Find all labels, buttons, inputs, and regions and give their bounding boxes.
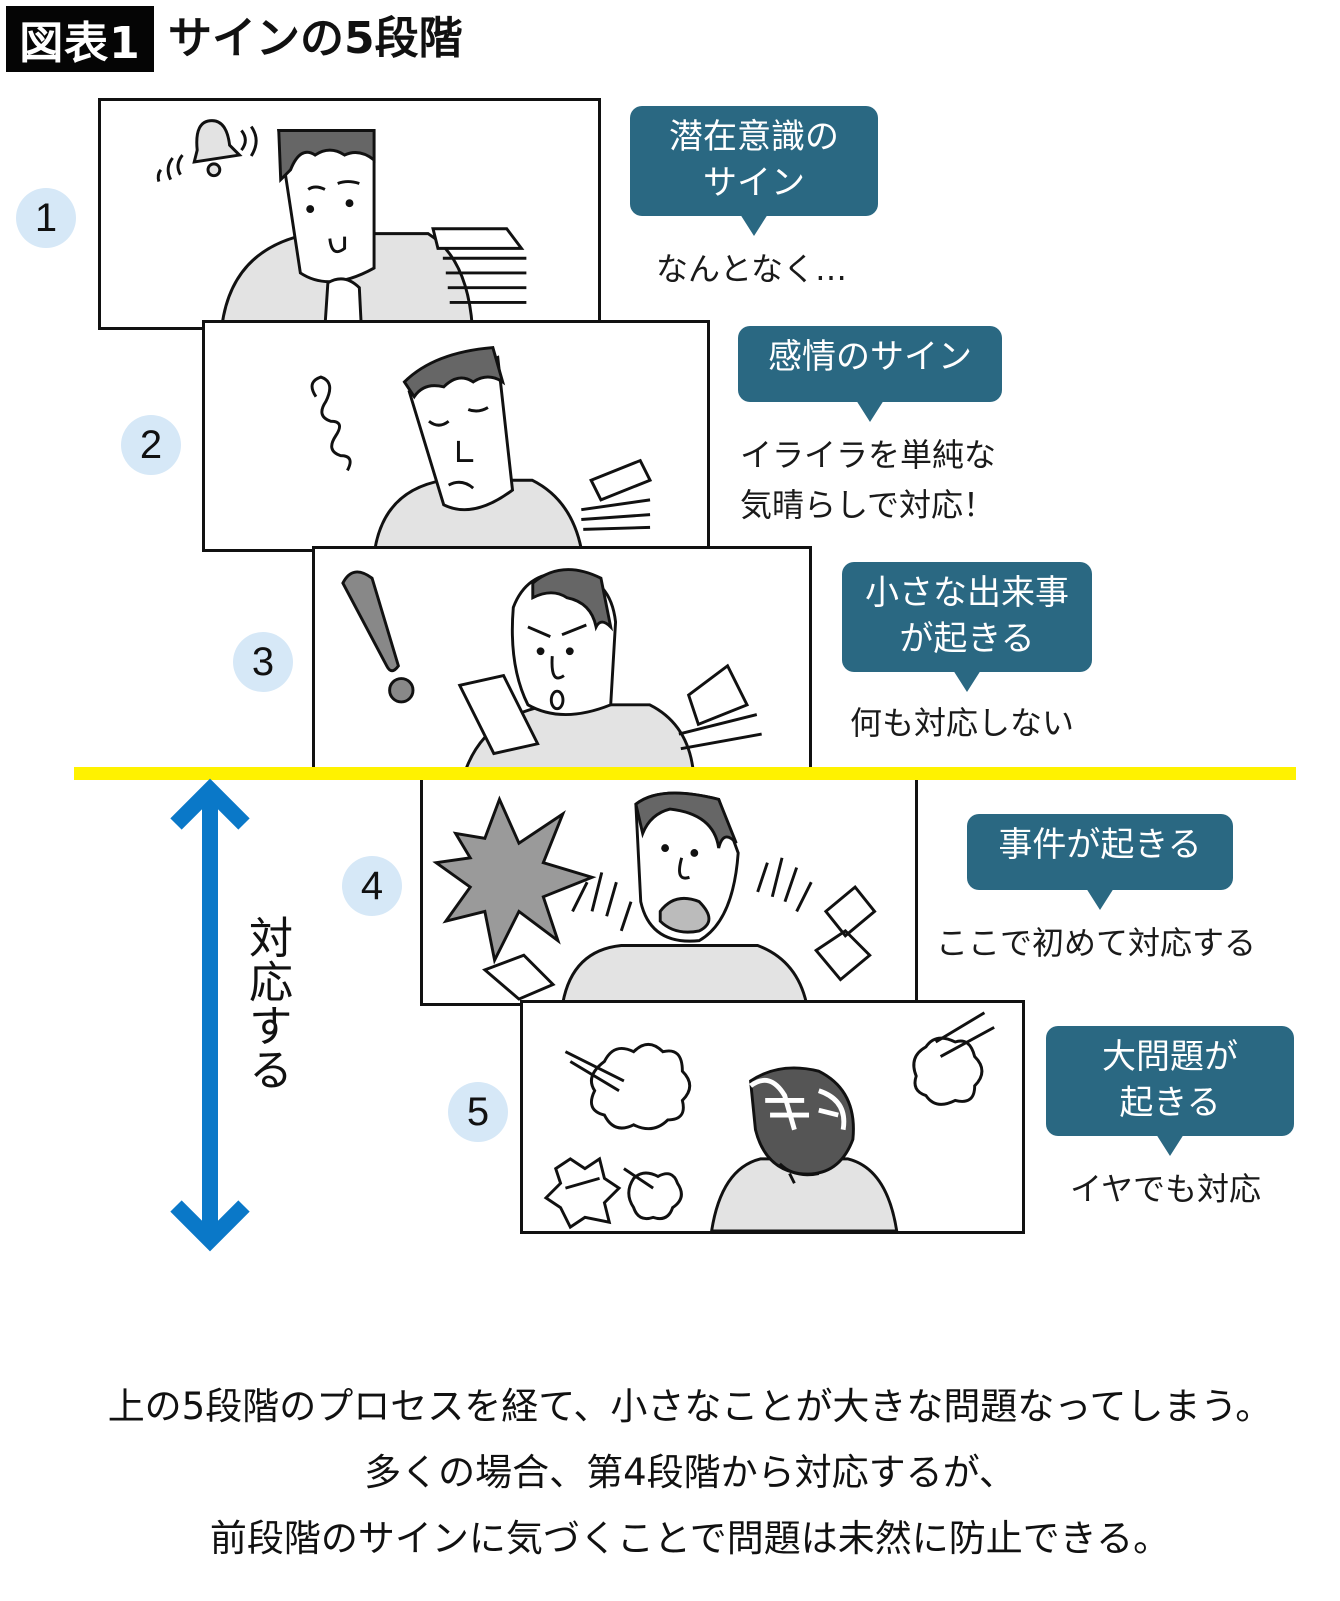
stage-5-sign-line-2: 起きる xyxy=(1119,1083,1221,1123)
summary-line-3: 前段階のサインに気づくことで問題は未然に防止できる。 xyxy=(209,1517,1171,1560)
explosion-icon xyxy=(432,795,597,965)
figure-title: サインの5段階 xyxy=(168,13,463,64)
stage-1-sign-bubble: 潜在意識の サイン xyxy=(630,106,878,236)
stage-number-5: 5 xyxy=(448,1082,508,1142)
double-arrow-icon xyxy=(170,778,250,1252)
person-startled-illustration xyxy=(432,791,877,1003)
person-thinking-illustration xyxy=(156,119,527,327)
stage-2-sign-bubble: 感情のサイン xyxy=(738,326,1002,422)
stage-4-caption-line-1: ここで初めて対応する xyxy=(936,924,1257,962)
summary-line-1: 上の5段階のプロセスを経て、小さなことが大きな問題なってしまう。 xyxy=(107,1385,1273,1428)
stage-1-sign-line-1: 潜在意識の xyxy=(669,117,839,157)
stage-3-sign-line-2: が起きる xyxy=(899,619,1035,659)
stage-number-4: 4 xyxy=(342,856,402,916)
stage-2-caption-line-2: 気晴らしで対応！ xyxy=(740,486,996,524)
stage-2-caption: イライラを単純な 気晴らしで対応！ xyxy=(740,430,996,530)
ringing-bell-icon xyxy=(156,119,258,182)
stage-4-caption: ここで初めて対応する xyxy=(936,918,1256,968)
stage-1-caption-line-1: なんとなく… xyxy=(656,250,848,288)
stage-3-sign-line-1: 小さな出来事 xyxy=(865,573,1069,613)
stage-1-caption: なんとなく… xyxy=(656,244,847,294)
scribble-icon xyxy=(310,375,352,472)
stage-3-illustration xyxy=(312,546,812,776)
response-label: 対応する xyxy=(241,915,292,1091)
stage-5-sign-line-1: 大問題が xyxy=(1102,1037,1238,1077)
exclamation-mark-icon xyxy=(341,570,415,704)
smoke-puff-icon xyxy=(543,1036,984,1230)
stage-5-illustration xyxy=(520,1000,1025,1234)
stage-2-caption-line-1: イライラを単純な xyxy=(740,436,997,474)
stage-number-3: 3 xyxy=(233,632,293,692)
person-reading-note-illustration xyxy=(341,568,762,773)
figure-label-badge: 図表1 xyxy=(6,6,154,72)
stage-4-illustration xyxy=(420,772,918,1006)
stage-3-sign-bubble: 小さな出来事 が起きる xyxy=(842,562,1092,692)
stage-5-caption: イヤでも対応 xyxy=(1070,1164,1261,1214)
stage-2-sign-line-1: 感情のサイン xyxy=(768,337,972,377)
stage-1-sign-line-2: サイン xyxy=(703,163,805,203)
summary-line-2: 多くの場合、第4段階から対応するが、 xyxy=(364,1451,1016,1494)
stage-1-illustration xyxy=(98,98,601,330)
stage-4-sign-bubble: 事件が起きる xyxy=(967,814,1233,910)
response-threshold-line xyxy=(74,767,1296,780)
person-irritated-illustration xyxy=(310,345,653,549)
stage-5-caption-line-1: イヤでも対応 xyxy=(1070,1170,1262,1208)
stage-2-illustration xyxy=(202,320,710,552)
stage-number-1: 1 xyxy=(16,188,76,248)
stage-number-2: 2 xyxy=(121,415,181,475)
stage-3-caption: 何も対応しない xyxy=(850,698,1074,748)
person-head-in-hands-illustration xyxy=(543,1011,995,1231)
stage-4-sign-line-1: 事件が起きる xyxy=(998,825,1202,865)
stage-3-caption-line-1: 何も対応しない xyxy=(850,704,1075,742)
stage-5-sign-bubble: 大問題が 起きる xyxy=(1046,1026,1294,1156)
